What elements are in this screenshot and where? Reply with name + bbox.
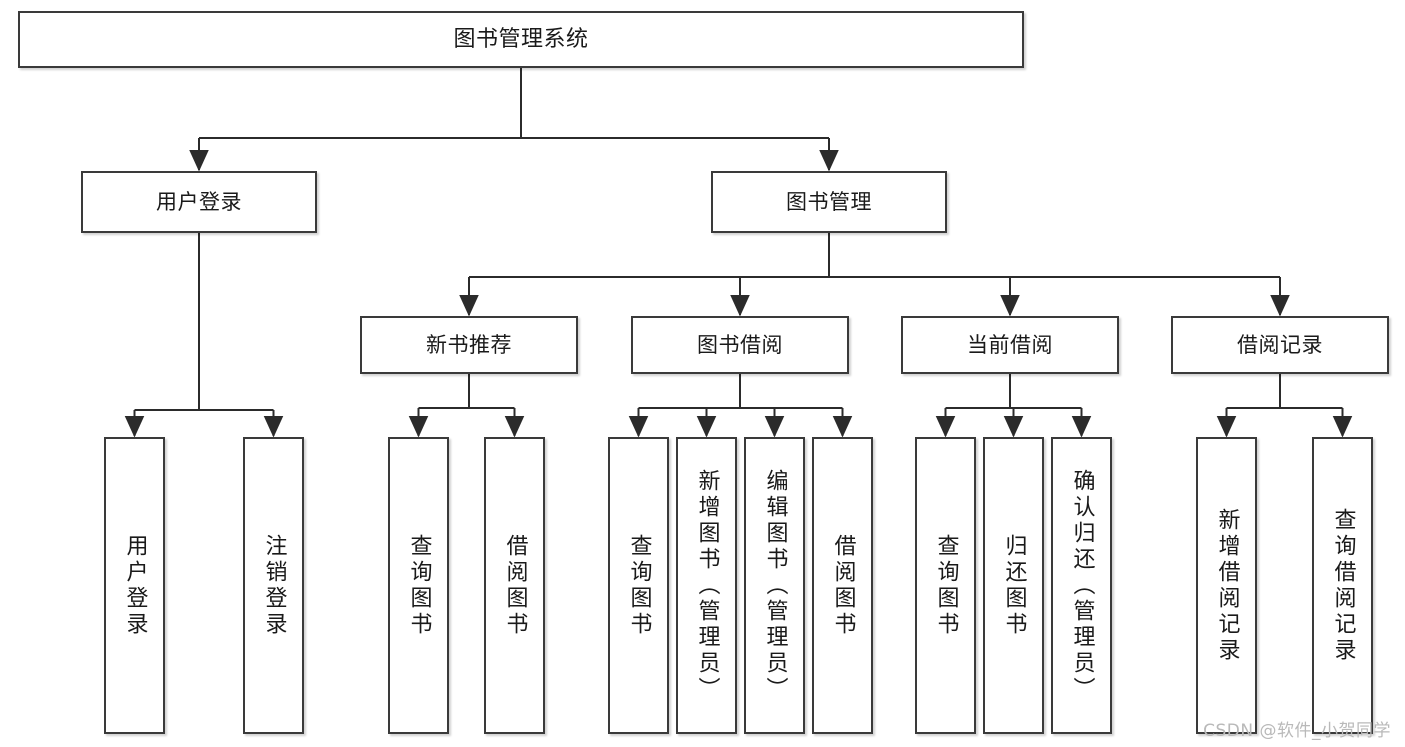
node-book-borrow[interactable]: 图书借阅	[631, 316, 849, 374]
node-rec-borrow-book[interactable]: 借阅图书	[484, 437, 545, 734]
node-bb-add-book[interactable]: 新增图书（管理员）	[676, 437, 737, 734]
node-label: 新增图书（管理员）	[694, 468, 720, 703]
node-label: 当前借阅	[967, 332, 1053, 357]
node-br-add-record[interactable]: 新增借阅记录	[1196, 437, 1257, 734]
node-bb-edit-book[interactable]: 编辑图书（管理员）	[744, 437, 805, 734]
node-leaf-logout[interactable]: 注销登录	[243, 437, 304, 734]
node-cb-query-book[interactable]: 查询图书	[915, 437, 976, 734]
node-label: 归还图书	[1001, 533, 1027, 638]
node-rec-query-book[interactable]: 查询图书	[388, 437, 449, 734]
node-label: 编辑图书（管理员）	[762, 468, 788, 703]
node-bb-borrow-book[interactable]: 借阅图书	[812, 437, 873, 734]
node-label: 图书借阅	[697, 332, 783, 357]
node-label: 用户登录	[156, 189, 242, 214]
node-label: 用户登录	[122, 533, 148, 638]
node-label: 确认归还（管理员）	[1069, 468, 1095, 703]
node-label: 查询借阅记录	[1330, 507, 1356, 664]
node-label: 图书管理系统	[453, 26, 589, 52]
node-label: 借阅图书	[502, 533, 528, 638]
node-label: 借阅图书	[830, 533, 856, 638]
node-label: 查询图书	[933, 533, 959, 638]
node-new-book-rec[interactable]: 新书推荐	[360, 316, 578, 374]
node-user-login[interactable]: 用户登录	[81, 171, 317, 233]
node-label: 新增借阅记录	[1214, 507, 1240, 664]
node-label: 新书推荐	[426, 332, 512, 357]
node-borrow-record[interactable]: 借阅记录	[1171, 316, 1389, 374]
node-current-borrow[interactable]: 当前借阅	[901, 316, 1119, 374]
node-label: 查询图书	[406, 533, 432, 638]
node-cb-return-book[interactable]: 归还图书	[983, 437, 1044, 734]
node-bb-query-book[interactable]: 查询图书	[608, 437, 669, 734]
edge-group	[124, 68, 1353, 438]
node-label: 查询图书	[626, 533, 652, 638]
node-label: 图书管理	[786, 189, 872, 214]
node-book-manage[interactable]: 图书管理	[711, 171, 947, 233]
node-br-query-record[interactable]: 查询借阅记录	[1312, 437, 1373, 734]
node-label: 借阅记录	[1237, 332, 1323, 357]
node-root[interactable]: 图书管理系统	[18, 11, 1024, 68]
node-leaf-user-login[interactable]: 用户登录	[104, 437, 165, 734]
node-cb-confirm[interactable]: 确认归还（管理员）	[1051, 437, 1112, 734]
node-label: 注销登录	[261, 533, 287, 638]
